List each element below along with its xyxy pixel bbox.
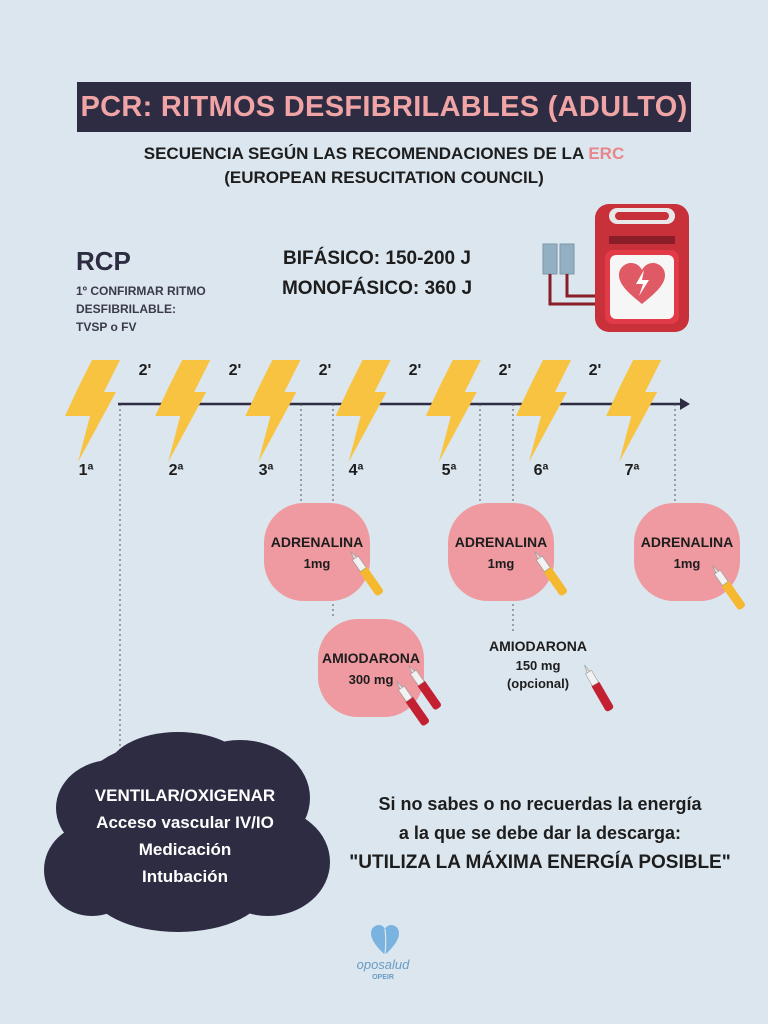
- interval-label: 2': [498, 362, 512, 379]
- shock-number: 4ª: [348, 462, 364, 479]
- advice-line-3: "UTILIZA LA MÁXIMA ENERGÍA POSIBLE": [349, 852, 731, 873]
- subtitle-erc: ERC: [588, 144, 625, 163]
- drug-name: AMIODARONA: [489, 638, 587, 654]
- drug-name: ADRENALINA: [640, 533, 734, 550]
- cloud-line: VENTILAR/OXIGENAR: [94, 786, 276, 805]
- rcp-note: 1º CONFIRMAR RITMO DESFIBRILABLE: TVSP o…: [76, 282, 206, 336]
- shock-number: 1ª: [78, 462, 94, 479]
- cloud-line: Intubación: [142, 867, 228, 886]
- subtitle-prefix: SECUENCIA SEGÚN LAS RECOMENDACIONES DE L…: [143, 144, 584, 163]
- rcp-note-line: TVSP o FV: [76, 320, 137, 334]
- energy-monophasic: MONOFÁSICO: 360 J: [281, 278, 473, 299]
- rcp-title: RCP: [76, 246, 131, 276]
- lightning-bolt-icon: [65, 360, 120, 462]
- adrenalina-bubble: ADRENALINA 1mg: [264, 503, 370, 601]
- interval-label: 2': [408, 362, 422, 379]
- drug-name: ADRENALINA: [454, 533, 548, 550]
- cloud-text: VENTILAR/OXIGENAR Acceso vascular IV/IO …: [60, 782, 310, 890]
- cloud-line: Acceso vascular IV/IO: [96, 813, 274, 832]
- subtitle-line-1: SECUENCIA SEGÚN LAS RECOMENDACIONES DE L…: [0, 144, 768, 164]
- cloud-line: Medicación: [138, 840, 232, 859]
- amiodarona-optional: AMIODARONA 150 mg (opcional): [478, 638, 598, 691]
- page-title: PCR: RITMOS DESFIBRILABLES (ADULTO): [80, 90, 688, 123]
- interval-label: 2': [318, 362, 332, 379]
- drug-name: AMIODARONA: [322, 649, 420, 666]
- advice-line-1: Si no sabes o no recuerdas la energía: [378, 794, 702, 814]
- shock-number: 5ª: [441, 462, 457, 479]
- brand-tag: OPEIR: [372, 974, 394, 981]
- lightning-bolt-icon: [155, 360, 211, 462]
- interval-label: 2': [138, 362, 152, 379]
- defibrillator-icon: [542, 204, 689, 332]
- timeline-arrowhead: [680, 398, 690, 410]
- rcp-note-line: 1º CONFIRMAR RITMO: [76, 284, 206, 298]
- lightning-bolt-icon: [335, 360, 391, 462]
- lightning-bolt-icon: [606, 360, 662, 462]
- adrenalina-bubble: ADRENALINA 1mg: [448, 503, 554, 601]
- energy-biphasic: BIFÁSICO: 150-200 J: [283, 248, 471, 269]
- interval-label: 2': [228, 362, 242, 379]
- interval-label: 2': [588, 362, 602, 379]
- shock-number: 2ª: [168, 462, 184, 479]
- lightning-bolt-icon: [516, 360, 571, 462]
- drug-dose: 300 mg: [348, 671, 394, 687]
- drug-dose: 150 mg: [515, 658, 561, 673]
- timeline: [65, 360, 690, 748]
- adrenalina-bubble: ADRENALINA 1mg: [634, 503, 740, 601]
- shock-number: 7ª: [624, 462, 640, 479]
- shock-number: 6ª: [533, 462, 549, 479]
- title-bar: PCR: RITMOS DESFIBRILABLES (ADULTO): [77, 82, 691, 132]
- heart-logo-icon: [371, 925, 399, 955]
- subtitle-line-2: (EUROPEAN RESUCITATION COUNCIL): [224, 168, 544, 187]
- brand-name: oposalud: [356, 957, 410, 972]
- shock-number: 3ª: [258, 462, 274, 479]
- drug-name: ADRENALINA: [270, 533, 364, 550]
- lightning-bolt-icon: [245, 360, 301, 462]
- drug-dose: 1mg: [487, 555, 515, 571]
- drug-dose: 1mg: [303, 555, 331, 571]
- lightning-bolt-icon: [425, 360, 481, 462]
- drug-note: (opcional): [506, 676, 570, 691]
- advice-line-2: a la que se debe dar la descarga:: [398, 823, 682, 843]
- amiodarona-bubble: AMIODARONA 300 mg: [318, 619, 424, 717]
- drug-dose: 1mg: [673, 555, 701, 571]
- rcp-note-line: DESFIBRILABLE:: [76, 302, 176, 316]
